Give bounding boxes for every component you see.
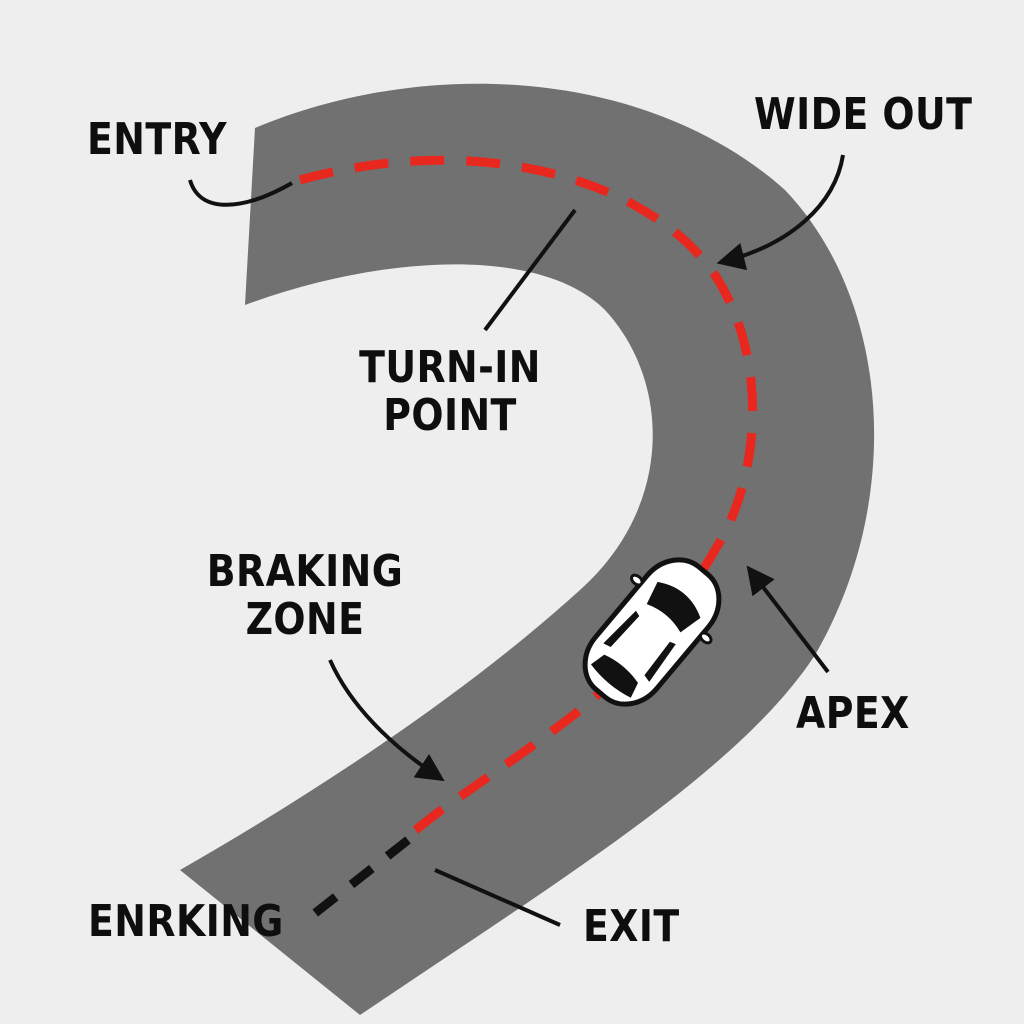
turn-in-label-line2: POINT	[383, 390, 517, 441]
wide-out-arrow	[716, 154, 845, 271]
braking-label-line1: BRAKING	[206, 546, 404, 597]
car-icon	[582, 557, 722, 707]
apex-arrow	[746, 565, 830, 674]
braking-label-line2: ZONE	[245, 594, 365, 645]
braking-arrow	[328, 659, 445, 782]
turn-in-pointer	[483, 208, 577, 332]
wide-out-label: WIDE OUT	[754, 89, 973, 140]
enrking-label: ENRKING	[88, 896, 284, 947]
exit-pointer	[434, 868, 561, 927]
turn-in-point-label: TURN-IN POINT	[347, 344, 553, 440]
braking-zone-label: BRAKING ZONE	[202, 548, 408, 644]
apex-label: APEX	[796, 688, 910, 739]
entry-label: ENTRY	[87, 114, 227, 165]
turn-in-label-line1: TURN-IN	[359, 342, 541, 393]
racing-line	[298, 155, 757, 839]
exit-label: EXIT	[583, 901, 680, 952]
entry-pointer	[188, 179, 293, 207]
exit-line	[297, 836, 411, 929]
